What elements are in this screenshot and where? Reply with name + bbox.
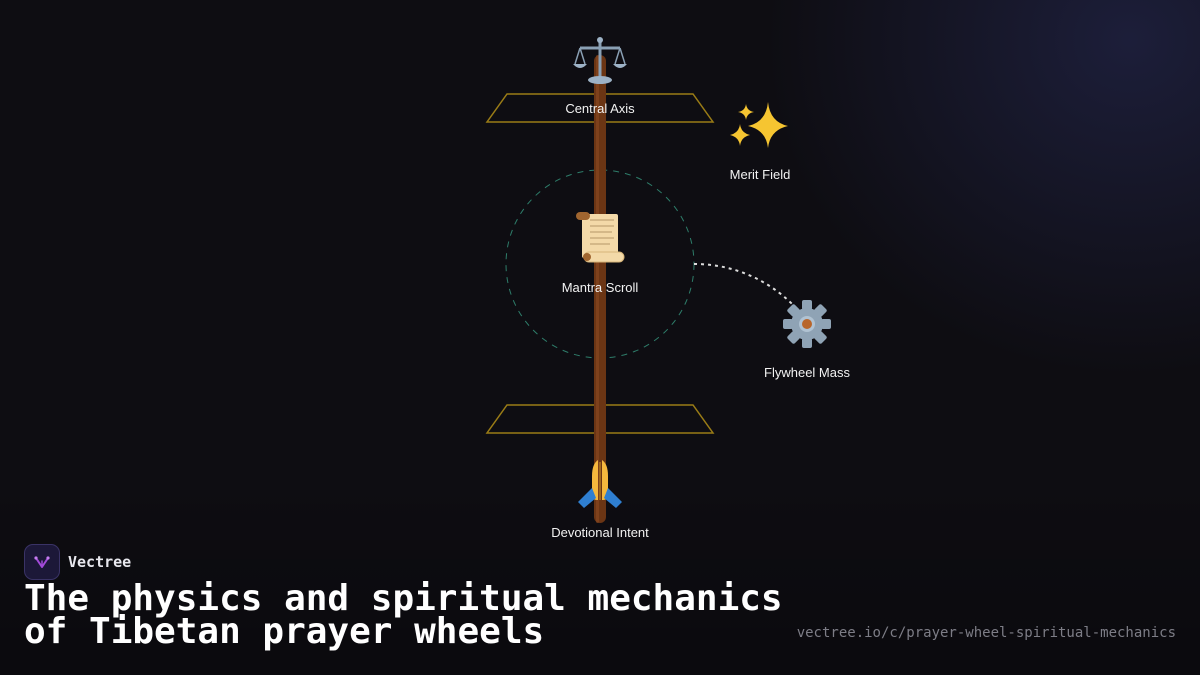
bottom-frame [485,404,715,434]
devotional-intent-label: Devotional Intent [551,525,649,540]
praying-hands-icon [578,460,622,508]
source-url: vectree.io/c/prayer-wheel-spiritual-mech… [796,625,1176,641]
mantra-scroll-label: Mantra Scroll [562,280,639,295]
mantra-scroll-node: Mantra Scroll [562,212,639,295]
merit-field-node: Merit Field [730,102,791,182]
flywheel-mass-node: Flywheel Mass [764,300,850,380]
edge-scroll-to-flywheel [693,263,799,311]
merit-field-label: Merit Field [730,167,791,182]
balance-scale-icon [573,37,627,84]
gear-icon [783,300,831,348]
brand-name: Vectree [68,553,132,571]
scroll-icon [576,212,625,263]
central-axis-node: Central Axis [565,37,635,116]
vectree-logo-icon [24,544,60,580]
flywheel-mass-label: Flywheel Mass [764,365,850,380]
page-title: The physics and spiritual mechanics of T… [24,578,783,652]
central-axis-label: Central Axis [565,101,635,116]
central-axis-rod-highlight [596,55,599,523]
sparkles-icon [730,102,788,148]
devotional-intent-node: Devotional Intent [551,460,649,540]
top-frame [485,93,715,123]
brand: Vectree [24,544,131,580]
